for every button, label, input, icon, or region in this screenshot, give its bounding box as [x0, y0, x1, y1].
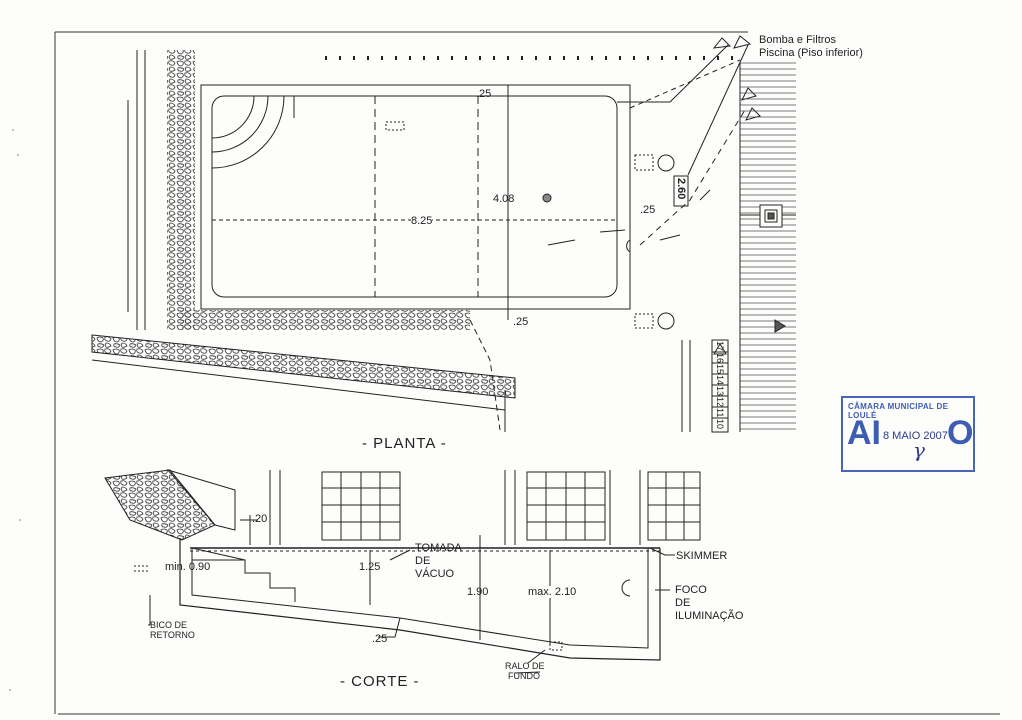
- window-2: [526, 471, 606, 541]
- stamp-header: CÂMARA MUNICIPAL DE LOULÉ: [848, 402, 949, 420]
- stone-wall-left: [167, 50, 195, 330]
- dim-bottom: .25: [513, 316, 529, 328]
- label-piscina: Piscina (Piso inferior): [759, 47, 863, 59]
- pump-circle-top: [657, 154, 675, 172]
- pool-outer: [200, 84, 631, 310]
- stamp-date: 8 MAIO 2007: [883, 430, 948, 442]
- bico-line1: BICO DE: [150, 620, 188, 630]
- dim-right: .25: [640, 204, 656, 216]
- approval-stamp: CÂMARA MUNICIPAL DE LOULÉ AI 8 MAIO 2007…: [841, 396, 975, 472]
- bico-line2: RETORNO: [150, 630, 195, 640]
- dim-box-label: 2.60: [675, 178, 687, 200]
- pool-section-inner: [191, 548, 649, 649]
- dim-length: 8.25: [411, 215, 433, 227]
- paper-specks: [9, 129, 21, 691]
- drain-icon: [542, 193, 552, 203]
- stamp-left-letters: AI: [847, 414, 881, 452]
- max-depth-label: max. 2.10: [528, 586, 577, 598]
- tomada-line1: TOMADA: [415, 542, 462, 554]
- foco-line1: FOCO: [675, 584, 707, 596]
- corte-section-view: [104, 469, 701, 674]
- window-3: [647, 471, 701, 541]
- corner-steps: [211, 95, 295, 169]
- foco-line2: DE: [675, 597, 691, 609]
- stair-num-16: 16: [715, 353, 725, 364]
- foco-line3: ILUMINAÇÃO: [675, 610, 744, 622]
- ralo-line2: FUNDO: [508, 671, 540, 681]
- dim-25: .25: [372, 633, 388, 645]
- stair-num-10: 10: [715, 419, 725, 430]
- pump-circle-bottom: [657, 312, 675, 330]
- dim-125: 1.25: [359, 561, 381, 573]
- stair-num-17: 17: [715, 341, 725, 352]
- label-bomba: Bomba e Filtros: [759, 34, 837, 46]
- stamp-right-letters: O: [947, 414, 974, 452]
- dim-190: 1.90: [467, 586, 489, 598]
- pool-inner: [211, 95, 618, 298]
- planta-title: - PLANTA -: [362, 435, 447, 452]
- stair-num-12: 12: [715, 397, 725, 408]
- dim-20: .20: [252, 513, 268, 525]
- corte-title: - CORTE -: [340, 673, 420, 690]
- planta-plan-view: [91, 35, 796, 433]
- stair-num-11: 11: [715, 408, 725, 418]
- window-1: [321, 471, 401, 541]
- skimmer-label: SKIMMER: [676, 550, 728, 562]
- deck-area: [740, 62, 796, 432]
- tomada-line3: VÁCUO: [415, 568, 455, 580]
- stair-num-14: 14: [715, 375, 725, 386]
- pool-section-outer: [179, 538, 661, 661]
- ralo-line1: RALO DE: [505, 661, 545, 671]
- min-depth-label: min. 0.90: [165, 561, 211, 573]
- dim-top: .25: [476, 88, 492, 100]
- sheet-border: [54, 31, 1000, 715]
- dim-box: [673, 175, 689, 207]
- dim-width: 4.08: [493, 193, 515, 205]
- tomada-line2: DE: [415, 555, 431, 567]
- stair-num-15: 15: [715, 364, 725, 375]
- stair-num-13: 13: [715, 386, 725, 397]
- stamp-signature: γ: [913, 438, 925, 462]
